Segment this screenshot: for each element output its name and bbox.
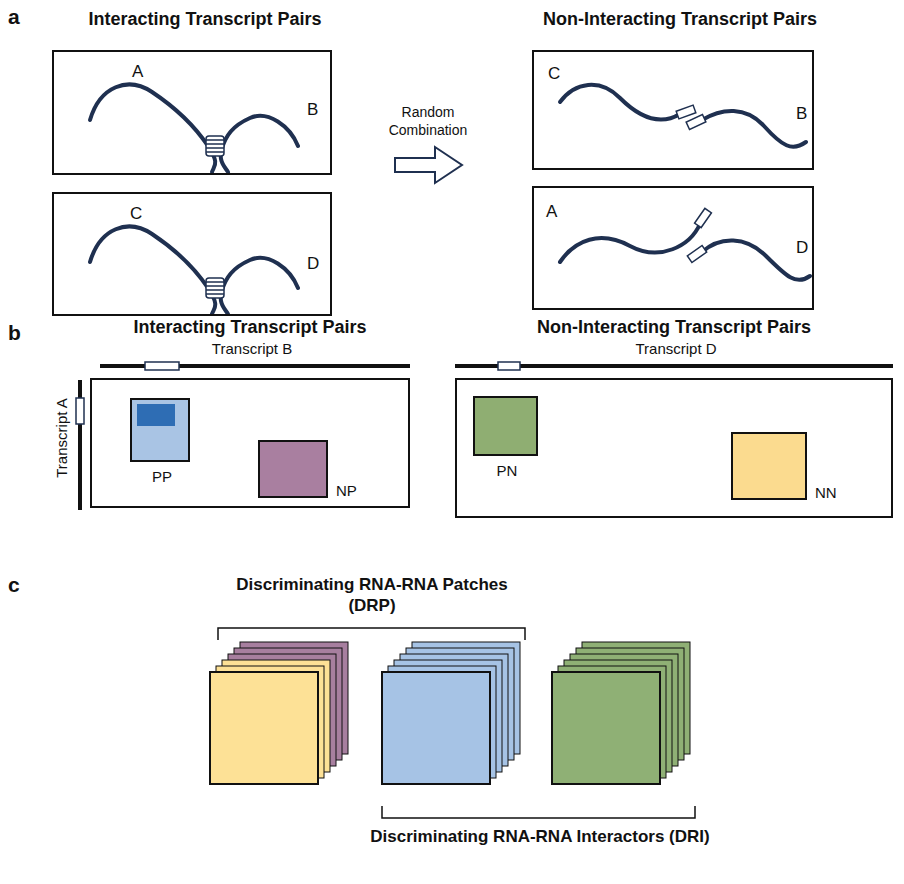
- axis-label: NN: [815, 484, 837, 501]
- patch-square: PN: [473, 396, 538, 456]
- patch-stacks: [210, 642, 690, 784]
- axis-label: Transcript D: [635, 340, 716, 357]
- patch-square: NN: [731, 432, 807, 500]
- duplex-ladder: [206, 136, 224, 298]
- transcript-letter: D: [307, 254, 319, 274]
- transcript-pair-box: CD: [52, 192, 332, 316]
- bracket-label: Discriminating RNA-RNA Patches (DRP): [212, 574, 532, 617]
- rna-strand: [221, 258, 298, 314]
- panel-title: Non-Interacting Transcript Pairs: [543, 8, 817, 31]
- axis-label: PP: [152, 468, 172, 485]
- panel-letter: b: [8, 320, 21, 346]
- transcript-letter: A: [546, 202, 557, 222]
- transcript-pair-box: AB: [52, 50, 332, 175]
- transcript-pair-box: CB: [532, 50, 814, 170]
- panel-letter: a: [8, 4, 20, 30]
- patch-square: [552, 672, 660, 784]
- transcript-pair-box: AD: [532, 186, 814, 310]
- rna-strand: [702, 240, 810, 279]
- patch-square: [210, 672, 318, 784]
- rna-strand: [90, 85, 215, 172]
- rna-strands: [90, 85, 810, 314]
- panel-letter: c: [8, 572, 20, 598]
- bracket-label: Discriminating RNA-RNA Interactors (DRI): [360, 826, 720, 847]
- site-marker: [676, 105, 711, 262]
- panel-title: Non-Interacting Transcript Pairs: [537, 316, 811, 339]
- panel-title: Interacting Transcript Pairs: [133, 316, 366, 339]
- transcript-letter: B: [307, 100, 318, 120]
- rna-strand: [560, 224, 700, 262]
- hollow-arrow: [395, 147, 462, 183]
- transcript-letter: A: [132, 62, 143, 82]
- patch-square: PP: [130, 398, 190, 462]
- rna-strand: [702, 111, 806, 147]
- panel-title: Interacting Transcript Pairs: [88, 8, 321, 31]
- contact-map: PPNPTranscript BTranscript A: [90, 378, 410, 508]
- patch-square: NP: [258, 440, 328, 498]
- transcript-letter: D: [796, 238, 808, 258]
- arrow-label: Random Combination: [373, 104, 483, 139]
- axis-label: Transcript B: [212, 340, 292, 357]
- axis-label: PN: [497, 462, 518, 479]
- patch-square: [382, 672, 490, 784]
- transcript-letter: C: [548, 64, 560, 84]
- axis-label: NP: [336, 482, 357, 499]
- transcript-letter: C: [130, 204, 142, 224]
- rna-strand: [560, 85, 680, 120]
- interaction-region: [137, 404, 175, 426]
- axis-label: Transcript A: [53, 398, 70, 477]
- contact-map: PNNNTranscript D: [455, 378, 893, 518]
- rna-strand: [221, 116, 298, 172]
- transcript-letter: B: [796, 104, 807, 124]
- transcript-line: [76, 362, 893, 510]
- rna-strand: [90, 227, 215, 314]
